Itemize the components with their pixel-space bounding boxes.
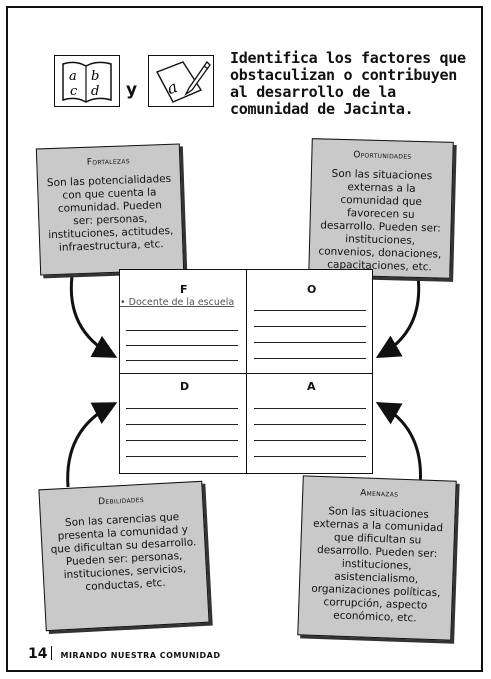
arrow-amenazas: [375, 402, 423, 488]
fortalezas-entry-text: Docente de la escuela: [128, 297, 235, 308]
fortalezas-text: Son las potencialidades con que cuenta l…: [46, 172, 174, 254]
arrow-oportunidades: [375, 275, 421, 359]
page-number: 14: [28, 646, 48, 662]
writing-line[interactable]: [254, 456, 366, 457]
writing-line[interactable]: [126, 408, 238, 409]
quadrant-o-label: O: [307, 283, 317, 296]
amenazas-text: Son las situaciones externas a la comuni…: [311, 505, 444, 625]
writing-line[interactable]: [126, 440, 238, 441]
page-frame: [6, 6, 483, 672]
horizontal-divider: [120, 373, 372, 374]
page-footer: 14 MIRANDO NUESTRA COMUNIDAD: [28, 646, 220, 662]
quadrant-f-label: F: [180, 283, 188, 296]
writing-line[interactable]: [254, 440, 366, 441]
amenazas-card: Amenazas Son las situaciones externas a …: [297, 475, 457, 641]
quadrant-a-label: A: [307, 380, 316, 393]
svg-text:d: d: [91, 84, 99, 99]
svg-text:a: a: [69, 69, 77, 84]
fortalezas-entry[interactable]: • Docente de la escuela: [120, 297, 234, 308]
writing-line[interactable]: [254, 424, 366, 425]
footer-divider: [51, 646, 53, 660]
svg-text:c: c: [70, 84, 78, 99]
writing-line[interactable]: [126, 330, 238, 331]
writing-line[interactable]: [254, 358, 366, 359]
bullet-icon: •: [120, 297, 126, 308]
write-pencil-icon: a: [148, 55, 214, 107]
oportunidades-card: Oportunidades Son las situaciones extern…: [308, 138, 454, 279]
fortalezas-title: Fortalezas: [86, 156, 131, 168]
writing-line[interactable]: [126, 345, 238, 346]
amenazas-title: Amenazas: [359, 488, 399, 500]
vertical-divider: [246, 270, 247, 473]
connector-y: y: [126, 80, 138, 100]
section-name: MIRANDO NUESTRA COMUNIDAD: [60, 651, 221, 660]
fortalezas-card: Fortalezas Son las potencialidades con q…: [35, 143, 185, 276]
debilidades-card: Debilidades Son las carencias que presen…: [38, 480, 210, 632]
writing-line[interactable]: [254, 326, 366, 327]
writing-line[interactable]: [126, 456, 238, 457]
arrow-fortalezas: [69, 275, 118, 358]
oportunidades-text: Son las situaciones externas a la comuni…: [318, 167, 442, 274]
oportunidades-title: Oportunidades: [353, 150, 412, 162]
svg-text:b: b: [91, 69, 99, 84]
writing-line[interactable]: [254, 408, 366, 409]
writing-line[interactable]: [126, 360, 238, 361]
quadrant-d-label: D: [180, 380, 190, 393]
writing-line[interactable]: [254, 310, 366, 311]
instruction-title: Identifica los factores que obstaculizan…: [230, 49, 466, 118]
foda-matrix: [119, 269, 373, 474]
writing-line[interactable]: [126, 424, 238, 425]
arrow-debilidades: [66, 402, 118, 488]
writing-line[interactable]: [254, 342, 366, 343]
book-abcd-icon: a b c d: [54, 55, 120, 107]
debilidades-text: Son las carencias que presenta la comuni…: [50, 511, 197, 594]
debilidades-title: Debilidades: [97, 494, 145, 508]
